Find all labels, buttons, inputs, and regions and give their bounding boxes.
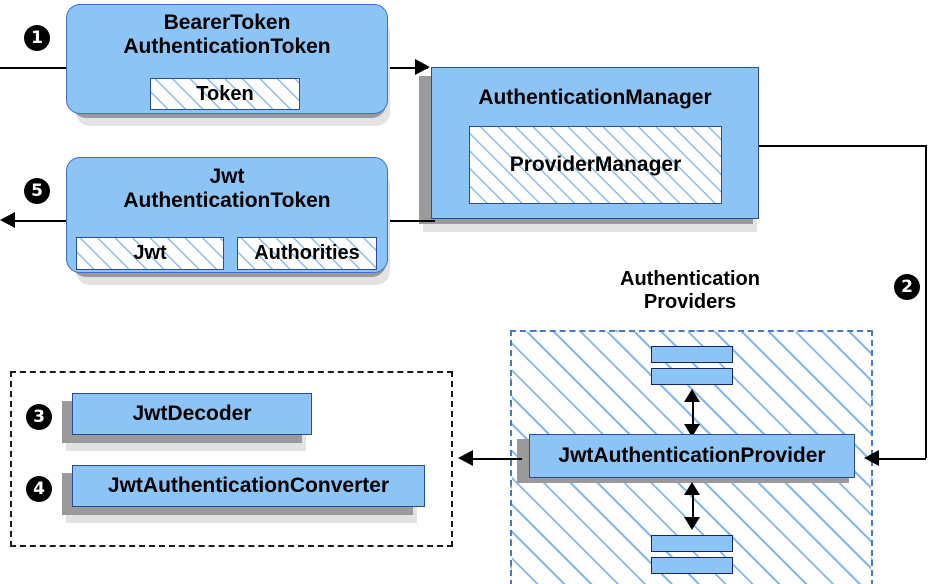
authentication-providers-caption: Authentication Providers: [575, 268, 805, 314]
arrowhead-provider-bottom-down: [684, 517, 700, 530]
jwt-authentication-provider-title: JwtAuthenticationProvider: [558, 444, 826, 468]
jwt-authentication-converter-title: JwtAuthenticationConverter: [107, 474, 390, 498]
provider-stub-bar-top-2: [651, 368, 733, 385]
inner-box-token[interactable]: Token: [150, 78, 300, 110]
connector-into-provider: [872, 458, 926, 460]
provider-stub-bar-top-1: [651, 346, 733, 363]
node-jwt-authentication-converter[interactable]: JwtAuthenticationConverter: [72, 465, 425, 507]
arrowhead-provider-to-support: [458, 450, 473, 466]
arrowhead-provider-bottom-up: [684, 482, 700, 495]
authentication-manager-title: AuthenticationManager: [478, 86, 712, 109]
bearer-token-title-line1: BearerToken: [163, 11, 291, 34]
provider-stub-bar-bottom-1: [651, 535, 733, 552]
connector-provider-top: [692, 395, 694, 431]
connector-provider-to-support: [470, 458, 522, 460]
node-jwt-authentication-provider[interactable]: JwtAuthenticationProvider: [529, 434, 855, 478]
inner-box-token-label: Token: [196, 82, 254, 105]
inner-box-provider-manager[interactable]: ProviderManager: [469, 126, 722, 204]
step-marker-3: 3: [26, 404, 52, 430]
connector-manager-right: [759, 145, 926, 147]
arrowhead-into-provider: [864, 450, 879, 466]
provider-stub-bar-bottom-2: [651, 557, 733, 574]
arrowhead-response-out: [0, 212, 15, 228]
step-marker-5: 5: [24, 178, 50, 204]
jwt-token-title-line1: Jwt: [209, 165, 245, 188]
step-marker-1: 1: [24, 25, 50, 51]
step-marker-4: 4: [26, 476, 52, 502]
inner-box-jwt[interactable]: Jwt: [76, 237, 224, 270]
group-jwt-support: [10, 371, 453, 547]
authentication-providers-caption-line1: Authentication: [620, 268, 760, 290]
inner-box-provider-manager-label: ProviderManager: [509, 153, 682, 176]
jwt-decoder-title: JwtDecoder: [132, 402, 252, 426]
inner-box-jwt-label: Jwt: [133, 242, 167, 264]
connector-token-to-manager: [390, 67, 428, 69]
connector-manager-down: [925, 145, 927, 458]
authentication-providers-caption-line2: Providers: [643, 291, 737, 313]
node-jwt-decoder[interactable]: JwtDecoder: [72, 393, 312, 435]
arrowhead-token-to-manager: [415, 59, 430, 75]
node-bearer-token-authentication-token[interactable]: BearerToken AuthenticationToken: [66, 4, 388, 114]
connector-response-out: [8, 220, 70, 222]
arrowhead-provider-top-down: [684, 424, 700, 437]
step-marker-2: 2: [894, 274, 920, 300]
inner-box-authorities-label: Authorities: [254, 242, 360, 264]
bearer-token-title-line2: AuthenticationToken: [123, 34, 331, 58]
arrowhead-provider-top-up: [684, 389, 700, 402]
inner-box-authorities[interactable]: Authorities: [237, 237, 377, 270]
connector-provider-bottom: [692, 488, 694, 524]
jwt-token-title-line2: AuthenticationToken: [123, 188, 331, 212]
connector-manager-to-jwt-token: [390, 220, 435, 222]
connector-request-in: [0, 67, 70, 69]
